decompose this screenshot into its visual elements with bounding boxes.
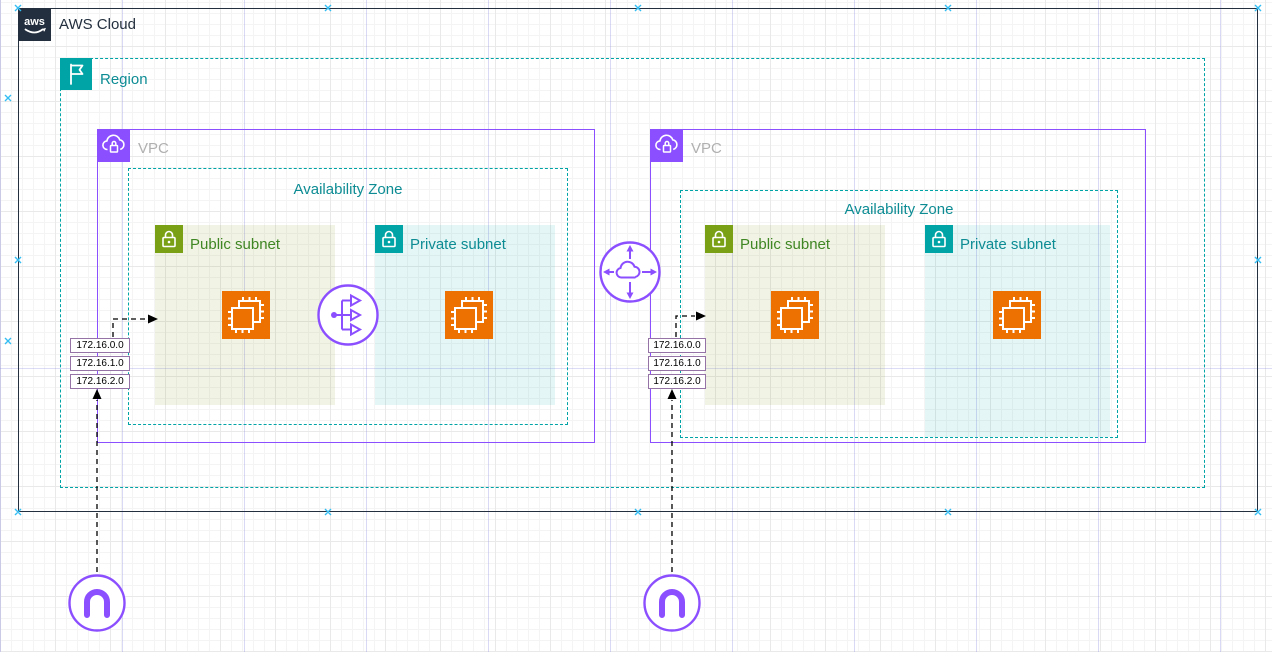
vpc-peering-icon[interactable] — [598, 240, 662, 304]
arrow-cidr-to-subnet-left[interactable] — [112, 318, 147, 337]
region-flag-icon[interactable] — [60, 58, 92, 90]
connection-point-marks[interactable] — [4, 4, 1262, 516]
vpc-left-label: VPC — [138, 140, 169, 157]
public-subnet-left-label: Public subnet — [190, 236, 281, 253]
aws-cloud-label: AWS Cloud — [59, 16, 136, 33]
vpc-cloud-lock-icon[interactable] — [650, 129, 683, 162]
cidr-box[interactable]: 172.16.0.0 — [70, 338, 130, 353]
vpc-left-container[interactable] — [97, 129, 595, 443]
public-subnet-lock-icon[interactable] — [155, 225, 183, 253]
cidr-box[interactable]: 172.16.1.0 — [70, 356, 130, 371]
aws-logo-text: aws — [24, 16, 45, 28]
internet-gateway-right-icon[interactable] — [642, 573, 702, 633]
private-subnet-lock-icon[interactable] — [925, 225, 953, 253]
ec2-instances-icon[interactable] — [993, 291, 1041, 339]
private-subnet-lock-icon[interactable] — [375, 225, 403, 253]
vpc-right-label: VPC — [691, 140, 722, 157]
cidr-box[interactable]: 172.16.0.0 — [648, 338, 706, 353]
availability-zone-right[interactable] — [680, 190, 1118, 438]
arrow-cidr-to-subnet-right[interactable] — [675, 315, 695, 337]
aws-logo-icon[interactable]: aws — [18, 8, 51, 41]
cidr-box[interactable]: 172.16.2.0 — [70, 374, 130, 389]
region-label: Region — [100, 71, 148, 88]
page-guide-line — [0, 368, 1272, 369]
ec2-instances-icon[interactable] — [222, 291, 270, 339]
availability-zone-left[interactable] — [128, 168, 568, 425]
private-subnet-left-label: Private subnet — [410, 236, 506, 253]
vpc-cloud-lock-icon[interactable] — [97, 129, 130, 162]
private-subnet-right-label: Private subnet — [960, 236, 1056, 253]
public-subnet-lock-icon[interactable] — [705, 225, 733, 253]
public-subnet-right-label: Public subnet — [740, 236, 831, 253]
arrowheads — [92, 311, 706, 399]
cidr-box[interactable]: 172.16.1.0 — [648, 356, 706, 371]
elastic-load-balancer-icon[interactable] — [316, 283, 380, 347]
internet-gateway-left-icon[interactable] — [67, 573, 127, 633]
ec2-instances-icon[interactable] — [771, 291, 819, 339]
region-container[interactable] — [60, 58, 1205, 488]
availability-zone-left-label: Availability Zone — [293, 181, 403, 198]
cidr-box[interactable]: 172.16.2.0 — [648, 374, 706, 389]
availability-zone-right-label: Availability Zone — [844, 201, 954, 218]
ec2-instances-icon[interactable] — [445, 291, 493, 339]
